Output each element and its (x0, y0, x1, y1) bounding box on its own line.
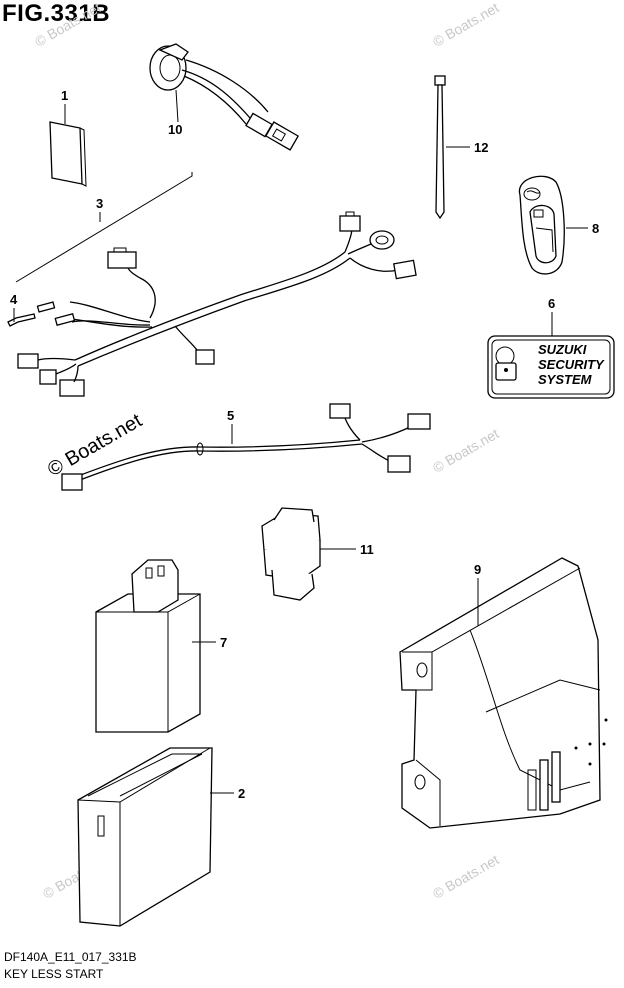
callout-3: 3 (96, 196, 103, 211)
callout-8: 8 (592, 221, 599, 236)
section-title: KEY LESS START (4, 967, 104, 981)
callout-numbers: 1 2 3 4 5 6 7 8 9 10 11 12 (10, 88, 599, 801)
drawing-code: DF140A_E11_017_331B (4, 950, 137, 964)
callout-1: 1 (61, 88, 68, 103)
figure-title: FIG.331B (2, 0, 111, 27)
callout-7: 7 (220, 635, 227, 650)
callout-12: 12 (474, 140, 488, 155)
part-4-terminal (7, 313, 36, 327)
callout-11: 11 (360, 542, 374, 557)
callout-2: 2 (238, 786, 245, 801)
callout-4: 4 (10, 292, 18, 307)
label-plate-line1: SUZUKI (538, 342, 587, 357)
callout-9: 9 (474, 562, 481, 577)
callout-6: 6 (548, 296, 555, 311)
part-11-relay (261, 507, 321, 601)
part-6-label-plate: SUZUKI SECURITY SYSTEM (487, 335, 615, 399)
part-5-extension-harness (61, 403, 431, 491)
part-8-key-fob (518, 175, 565, 275)
label-plate-line2: SECURITY (538, 357, 605, 372)
part-10-coil (149, 43, 300, 151)
part-2-holder (77, 747, 213, 927)
callout-10: 10 (168, 122, 182, 137)
part-3-wire-harness (15, 172, 417, 397)
part-7-control-module (95, 559, 201, 733)
leader-lines (13, 89, 588, 794)
part-9-bracket (399, 557, 608, 829)
part-1-card (49, 121, 87, 187)
part-12-cable-tie (434, 75, 446, 220)
label-plate-line3: SYSTEM (538, 372, 593, 387)
callout-5: 5 (227, 408, 234, 423)
